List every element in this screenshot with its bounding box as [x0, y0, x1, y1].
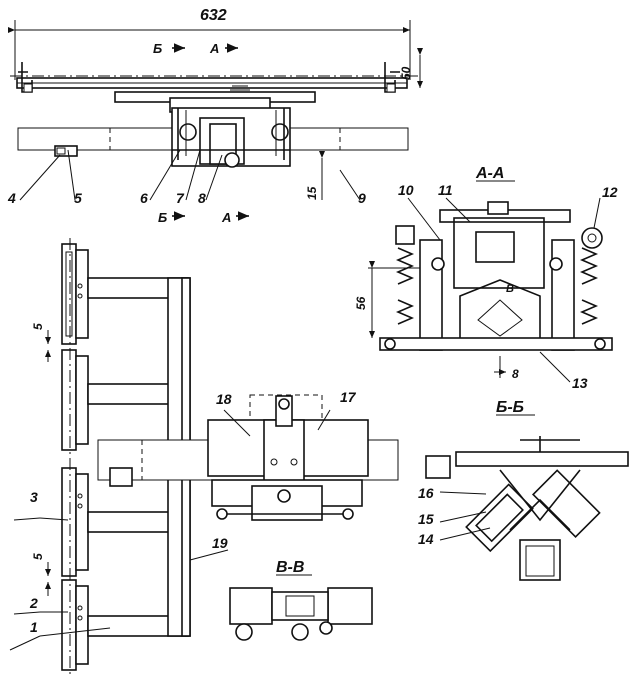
callout-9: 9 — [358, 190, 366, 206]
section-title-aa: А-А — [475, 165, 504, 182]
section-mark-a-bottom: А — [221, 210, 231, 225]
offset-15-dimension: 15 — [305, 186, 319, 200]
callout-14: 14 — [418, 531, 434, 547]
section-b-b: Б-Б 16 15 14 — [418, 399, 629, 581]
gap-5-bottom: 5 — [31, 553, 45, 560]
dim-8: 8 — [512, 367, 519, 381]
section-title-vv: В-В — [276, 559, 304, 576]
callout-18: 18 — [216, 391, 232, 407]
section-a-a: А-А 56 — [354, 165, 618, 391]
callout-16: 16 — [418, 485, 434, 501]
section-title-bb: Б-Б — [496, 399, 524, 416]
callout-15: 15 — [418, 511, 434, 527]
plan-view: 5 5 1 2 3 19 18 17 — [9, 238, 399, 676]
section-mark-a-top: А — [209, 41, 219, 56]
callout-10: 10 — [398, 182, 414, 198]
callout-13: 13 — [572, 375, 588, 391]
clamp-plate-3 — [61, 467, 89, 577]
clamp-plate-mid — [61, 349, 89, 451]
callout-7: 7 — [176, 190, 185, 206]
height-56-dimension: 56 — [354, 296, 368, 310]
callout-3: 3 — [30, 489, 38, 505]
callout-19: 19 — [212, 535, 228, 551]
callout-8: 8 — [198, 190, 206, 206]
spring-left — [395, 225, 415, 325]
callout-1: 1 — [30, 619, 38, 635]
section-mark-b-bottom: Б — [158, 210, 167, 225]
top-side-view: 632 Б А 50 — [7, 7, 423, 225]
callout-17: 17 — [340, 389, 357, 405]
section-mark-v: В — [506, 283, 514, 295]
callout-5-top: 5 — [74, 190, 82, 206]
overall-width-dimension: 632 — [200, 7, 227, 24]
callout-11: 11 — [438, 182, 453, 198]
callout-4: 4 — [7, 190, 16, 206]
gap-5-top: 5 — [31, 323, 45, 330]
height-50-dimension: 50 — [399, 66, 413, 80]
spring-right — [579, 227, 603, 325]
section-v-v: В-В — [229, 559, 373, 641]
section-mark-b-top: Б — [153, 41, 162, 56]
callout-6: 6 — [140, 190, 148, 206]
clamp-plate-top — [61, 243, 89, 345]
callout-2: 2 — [29, 595, 38, 611]
callout-12: 12 — [602, 184, 618, 200]
clamp-plate-bottom — [61, 579, 89, 671]
